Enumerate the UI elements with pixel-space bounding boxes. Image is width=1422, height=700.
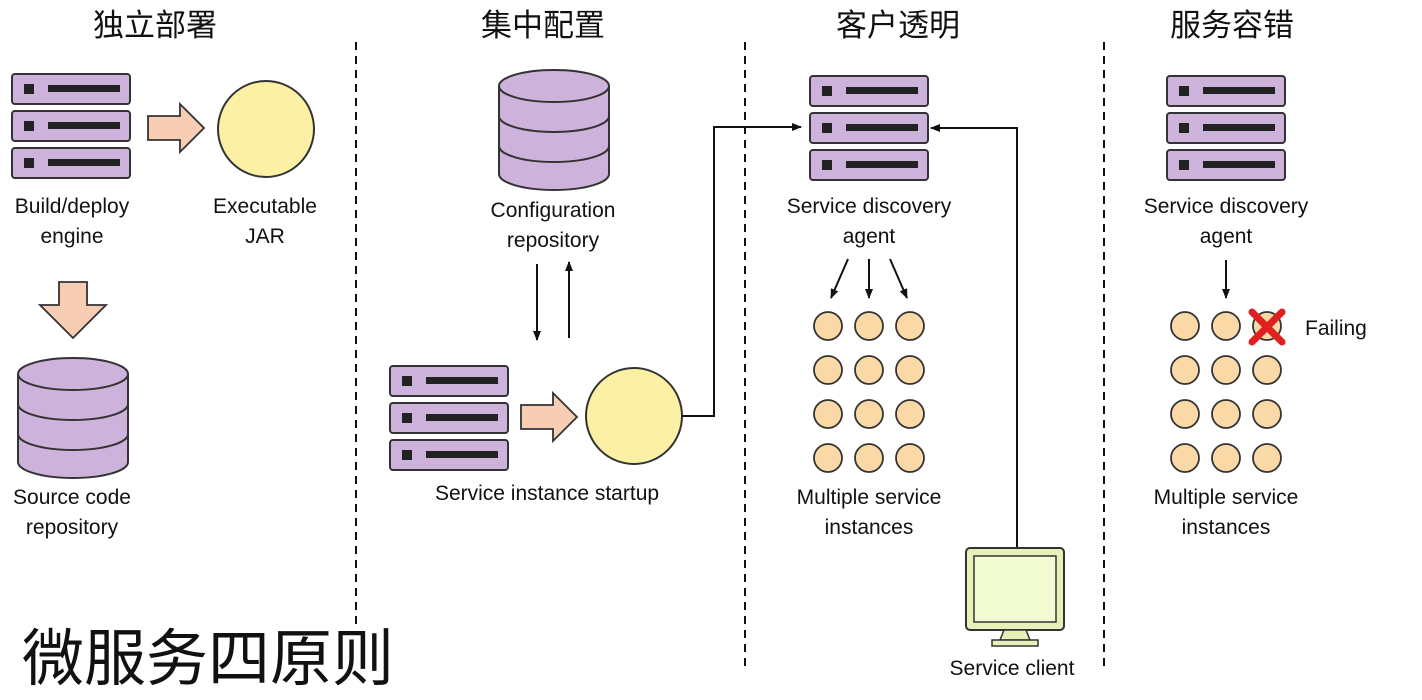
client-label: Service client	[950, 657, 1075, 680]
x-mark-icon	[1248, 308, 1286, 346]
fault-instances-label-2: instances	[1182, 516, 1271, 539]
service-instances-grid	[813, 311, 925, 473]
fault-agent-label-1: Service discovery	[1144, 195, 1309, 218]
config-repo-label-2: repository	[507, 229, 600, 252]
source-repo-label-1: Source code	[13, 486, 131, 509]
header-fault-tolerance: 服务容错	[1170, 8, 1294, 44]
discovery-agent-server-rack-icon	[809, 75, 929, 181]
startup-circle-icon	[585, 367, 683, 465]
instances-label-2: instances	[825, 516, 914, 539]
down-block-arrow-icon	[37, 281, 109, 340]
failing-label: Failing	[1305, 317, 1367, 340]
fan-arrow-right	[889, 258, 908, 299]
fault-agent-server-rack-icon	[1166, 75, 1286, 181]
build-engine-label-1: Build/deploy	[15, 195, 130, 218]
jar-circle-icon	[217, 80, 315, 178]
client-to-agent-arrow	[930, 124, 1018, 548]
header-central-config: 集中配置	[481, 8, 605, 44]
block-arrow-icon	[520, 392, 578, 442]
agent-label-1: Service discovery	[787, 195, 952, 218]
build-engine-server-rack-icon	[11, 73, 131, 179]
source-repo-label-2: repository	[26, 516, 119, 539]
build-engine-label-2: engine	[40, 225, 103, 248]
config-repo-label-1: Configuration	[491, 199, 616, 222]
main-title: 微服务四原则	[22, 622, 394, 695]
instances-label-1: Multiple service	[797, 486, 942, 509]
source-repo-database-icon	[17, 357, 129, 479]
fault-agent-label-2: agent	[1200, 225, 1253, 248]
block-arrow-icon	[147, 103, 205, 153]
agent-label-2: agent	[843, 225, 896, 248]
instance-server-rack-icon	[389, 365, 509, 471]
config-repo-database-icon	[498, 69, 610, 191]
fan-arrow-left	[830, 258, 849, 299]
jar-label-2: JAR	[245, 225, 285, 248]
monitor-icon	[965, 547, 1065, 647]
jar-label-1: Executable	[213, 195, 317, 218]
fault-instances-grid	[1170, 311, 1282, 473]
fault-instances-label-1: Multiple service	[1154, 486, 1299, 509]
startup-to-agent-arrow	[682, 123, 802, 417]
header-independent-deploy: 独立部署	[93, 8, 217, 44]
startup-label: Service instance startup	[435, 482, 659, 505]
header-client-transparency: 客户透明	[836, 8, 960, 44]
